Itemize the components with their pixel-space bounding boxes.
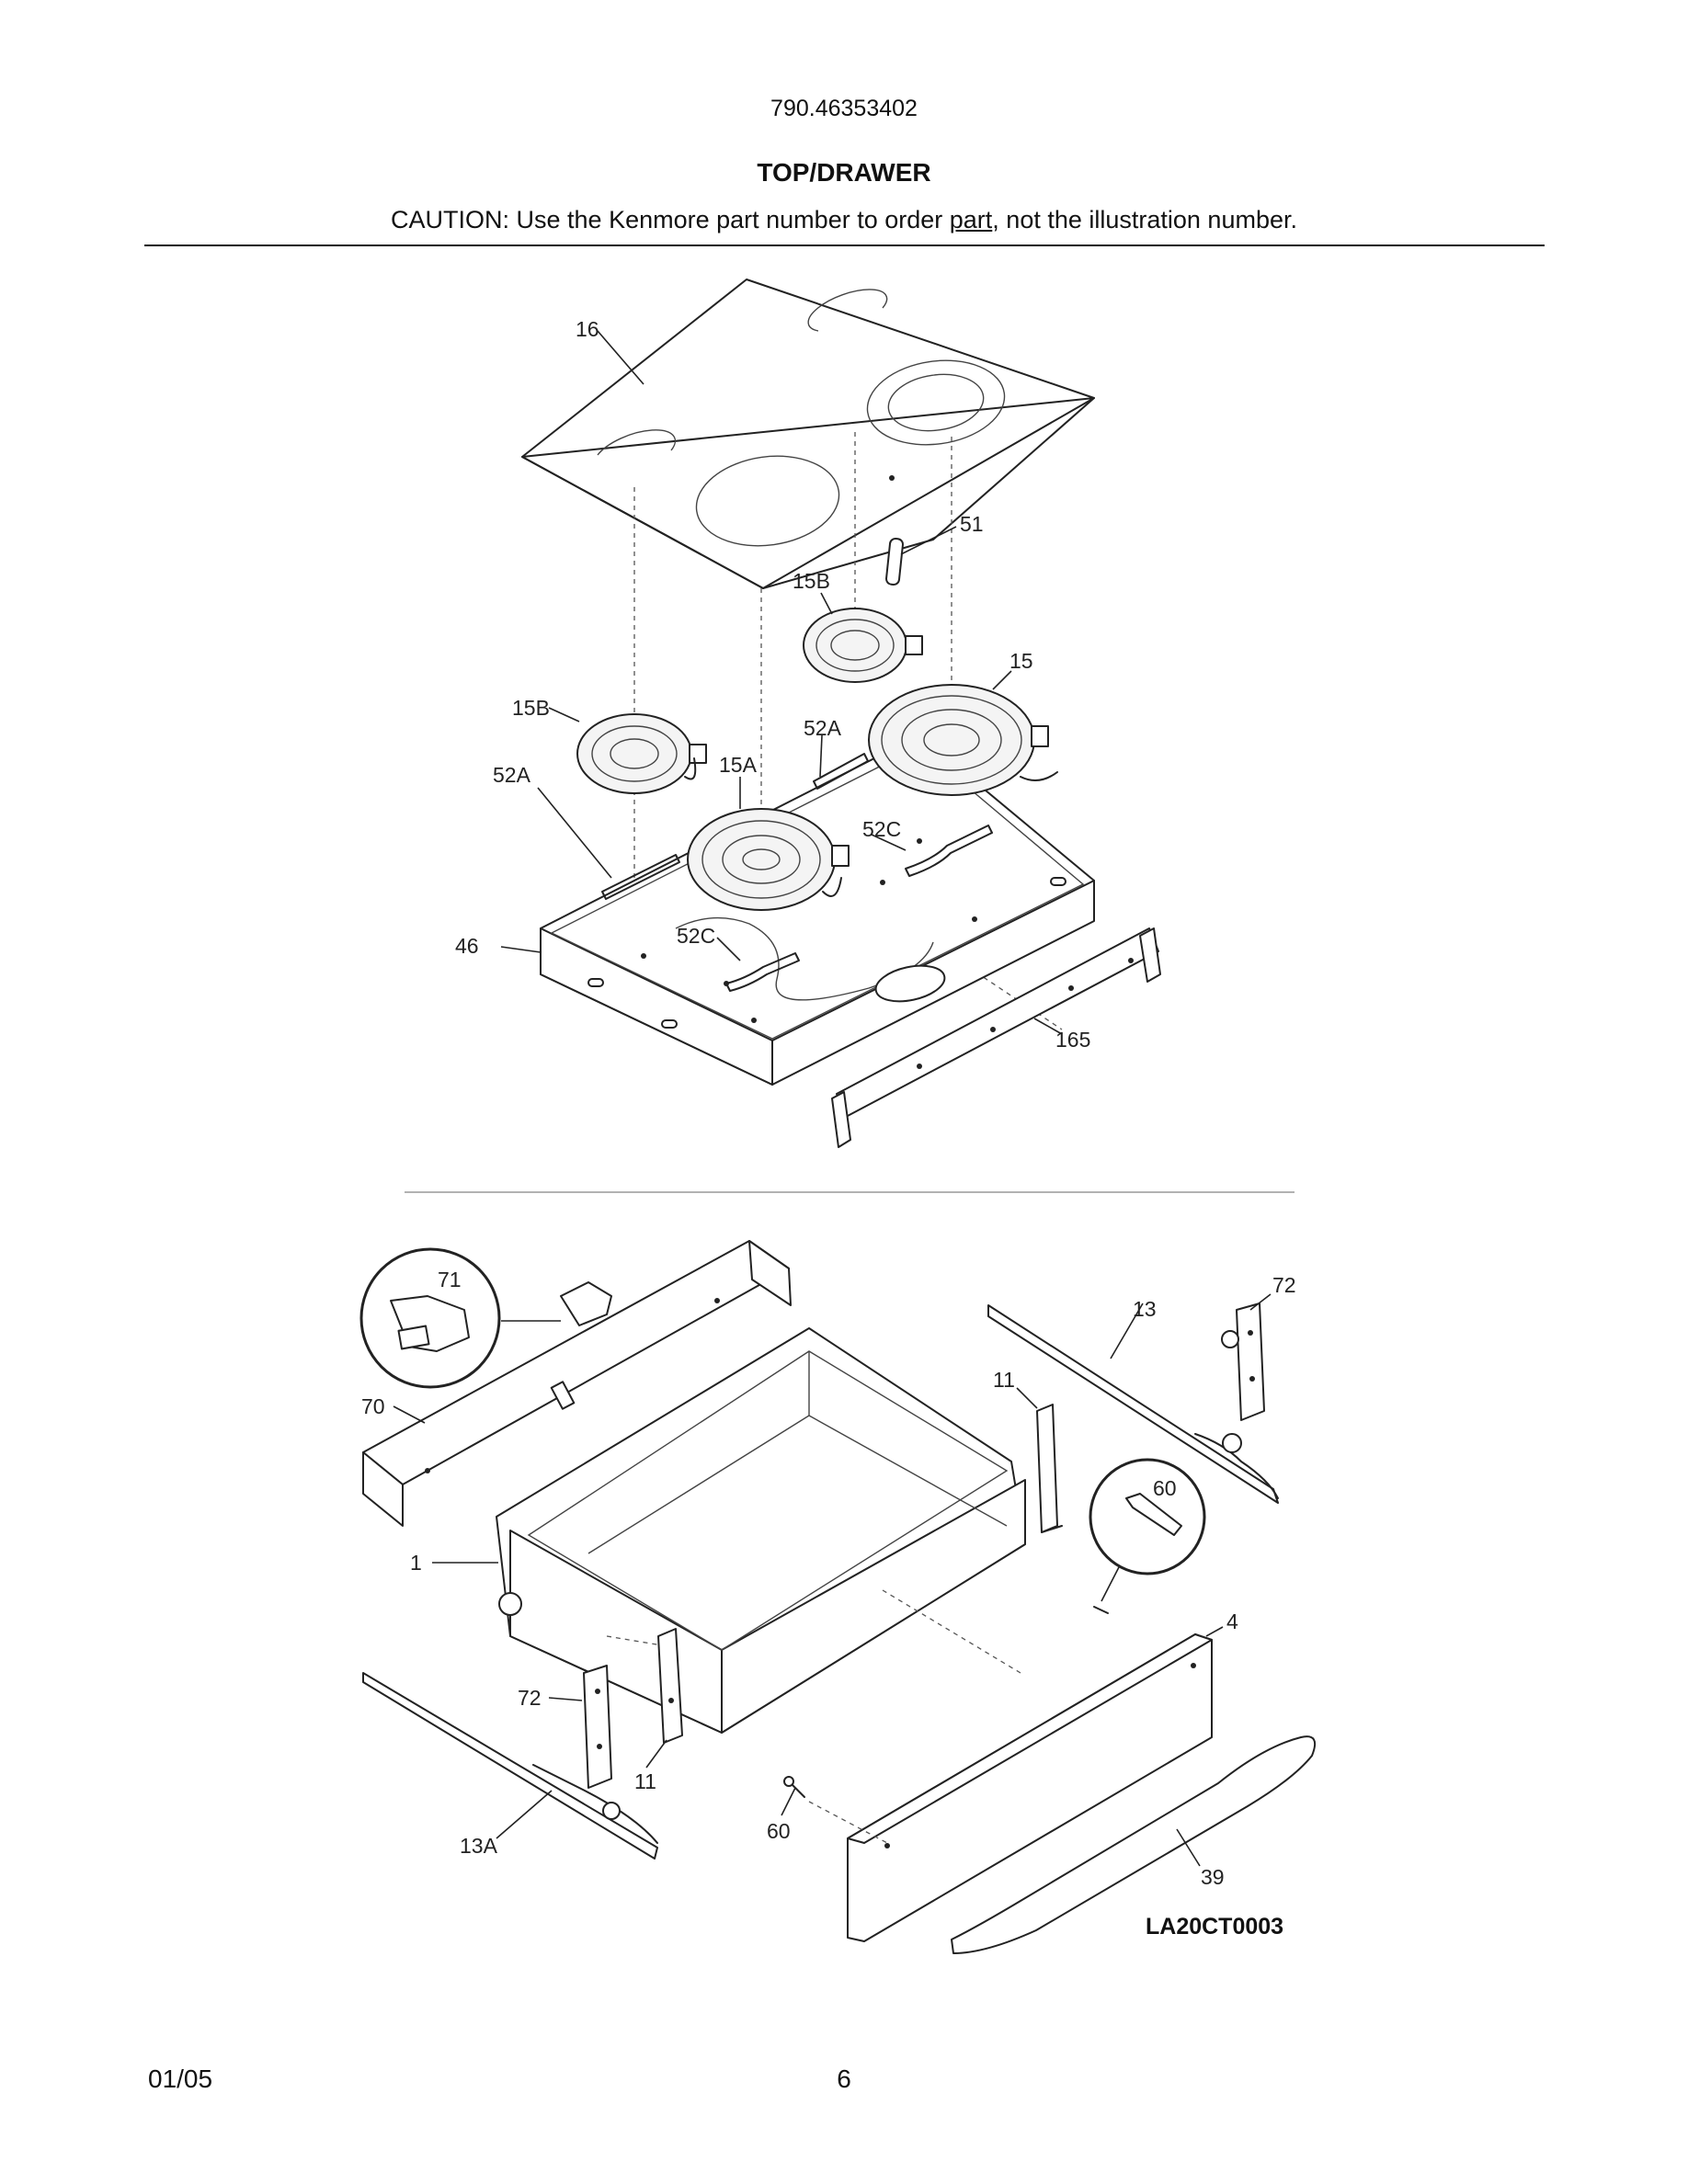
radiant-element-15a — [687, 808, 850, 911]
leader-lines-top — [500, 330, 1063, 1035]
leader-lines-bottom — [393, 1293, 1272, 1867]
callout-11-right: 11 — [993, 1368, 1015, 1392]
drawer-rail-13a — [362, 1672, 658, 1860]
footer-date: 01/05 — [148, 2065, 213, 2093]
callout-72-right: 72 — [1272, 1273, 1296, 1297]
callout-15: 15 — [1009, 649, 1033, 673]
callout-60-right: 60 — [1153, 1476, 1177, 1500]
drawer-stop-11-right — [1036, 1404, 1063, 1533]
illustration-code: LA20CT0003 — [1146, 1914, 1283, 1939]
callout-15a: 15A — [719, 753, 758, 777]
callout-13a: 13A — [460, 1834, 498, 1858]
detail-circle-71 — [359, 1247, 561, 1389]
callout-165: 165 — [1055, 1028, 1090, 1052]
radiant-element-15 — [868, 684, 1058, 796]
callout-52c-right: 52C — [862, 817, 901, 841]
callout-52a-left: 52A — [493, 763, 531, 787]
element-brackets — [601, 753, 993, 992]
section-title: TOP/DRAWER — [757, 158, 931, 187]
front-rail — [831, 927, 1161, 1148]
callouts-bottom: 71 70 13 72 11 60 1 4 72 11 13A 60 39 — [361, 1268, 1296, 1889]
callout-4: 4 — [1226, 1610, 1238, 1633]
callout-13: 13 — [1133, 1297, 1157, 1321]
callout-15b-top: 15B — [793, 569, 830, 593]
burner-box — [540, 734, 1095, 1086]
drawer-body — [496, 1327, 1026, 1734]
model-number: 790.46353402 — [770, 96, 918, 121]
drawer-stop-11-left — [657, 1628, 683, 1744]
header-rule — [144, 245, 1545, 246]
callout-71: 71 — [438, 1268, 462, 1291]
radiant-element-15b-left — [576, 713, 707, 794]
callout-16: 16 — [576, 317, 599, 341]
limit-sensor — [885, 537, 904, 586]
callout-51: 51 — [960, 512, 984, 536]
callout-60-left: 60 — [767, 1819, 791, 1843]
caution-text-end: , not the illustration number. — [992, 206, 1297, 233]
screw-60-left — [783, 1776, 888, 1844]
callouts-top: 16 51 15B 15 15B 52A 52A 15A 52C 46 52C … — [455, 317, 1090, 1052]
callout-46: 46 — [455, 934, 479, 958]
radiant-element-15b-top — [803, 608, 923, 683]
callout-11-left: 11 — [634, 1769, 656, 1793]
callout-15b-left: 15B — [512, 696, 550, 720]
drawer-rail-right — [987, 1304, 1279, 1504]
rail-bracket-72-left — [583, 1665, 612, 1789]
caution-note: CAUTION: Use the Kenmore part number to … — [0, 206, 1688, 234]
drawer-front-panel — [847, 1633, 1213, 1942]
callout-52c-left: 52C — [677, 924, 715, 948]
detail-circle-60 — [1089, 1458, 1206, 1614]
callout-39: 39 — [1201, 1865, 1225, 1889]
caution-text: CAUTION: Use the Kenmore part number to … — [391, 206, 950, 233]
footer-page-number: 6 — [837, 2065, 851, 2093]
caution-underlined-word: part — [949, 206, 993, 233]
callout-1: 1 — [410, 1551, 422, 1575]
callout-72-left: 72 — [518, 1686, 542, 1710]
callout-70: 70 — [361, 1394, 385, 1418]
callout-52a-right: 52A — [804, 716, 842, 740]
rail-bracket-72-right — [1221, 1302, 1265, 1421]
drawer-rail-left-rear — [362, 1240, 792, 1527]
glass-cooktop — [521, 279, 1095, 589]
drawer-handle — [951, 1735, 1316, 1954]
